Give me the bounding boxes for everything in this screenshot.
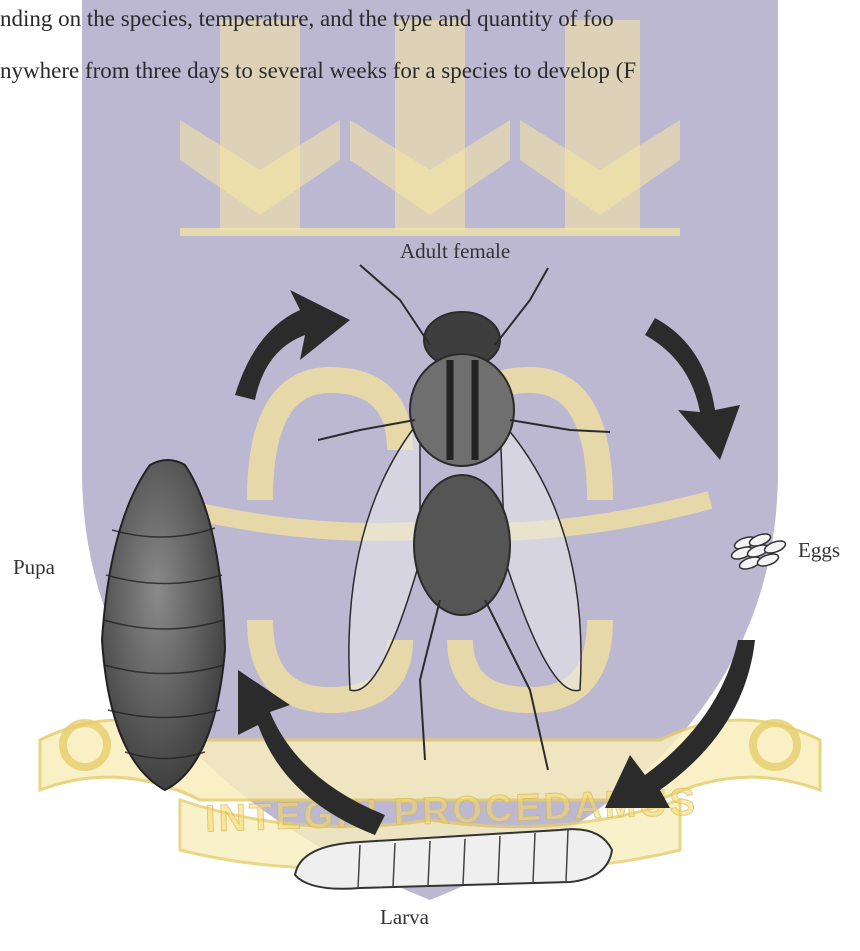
label-eggs: Eggs: [798, 538, 840, 563]
label-larva: Larva: [380, 905, 429, 930]
fly-adult-icon: [318, 265, 610, 770]
larva-icon: [295, 829, 612, 889]
label-adult-female: Adult female: [400, 239, 510, 264]
eggs-icon: [730, 532, 787, 572]
pupa-icon: [102, 460, 225, 790]
label-pupa: Pupa: [13, 555, 55, 580]
